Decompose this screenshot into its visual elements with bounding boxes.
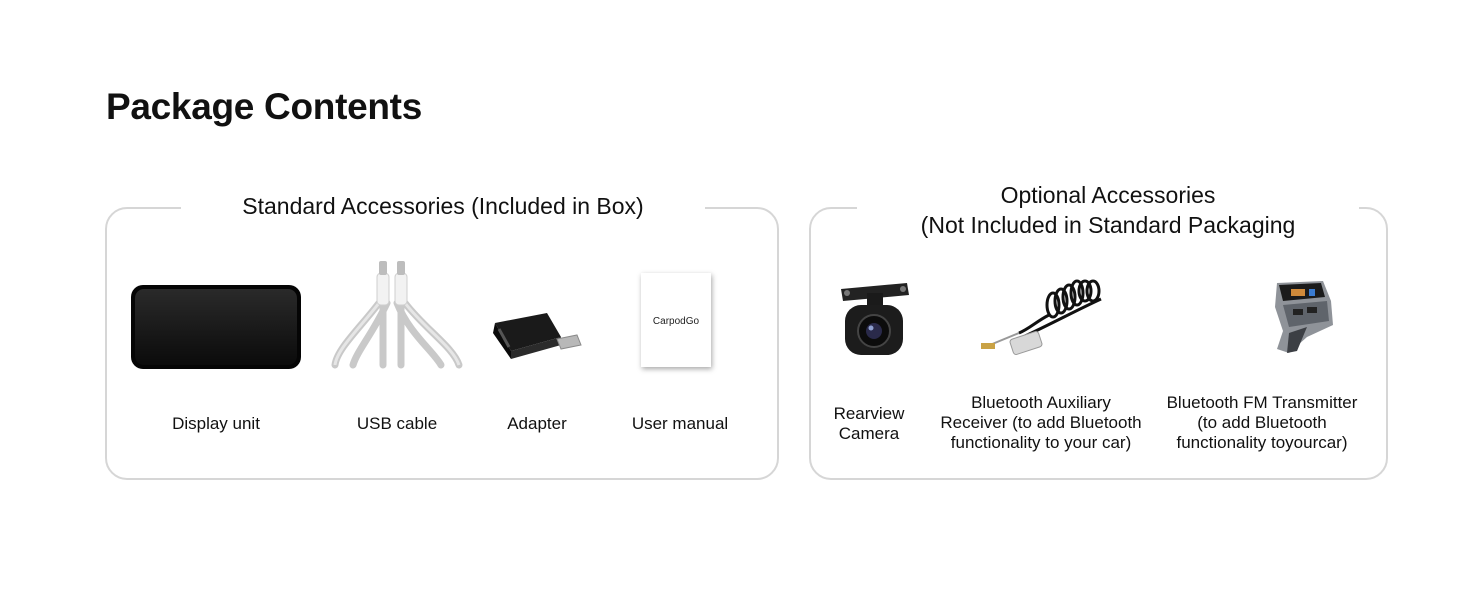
bluetooth-aux-receiver-item [979,279,1111,361]
optional-heading-line2: (Not Included in Standard Packaging [920,212,1296,238]
rearview-camera-label: Rearview Camera [833,404,905,443]
adapter-item [487,301,587,371]
optional-accessories-heading: Optional Accessories (Not Included in St… [857,180,1359,240]
optional-heading-line1: Optional Accessories [1000,182,1216,208]
usb-cable-icon [331,261,463,369]
rearview-camera-item [837,279,913,363]
display-unit-label: Display unit [172,414,260,433]
adapter-label: Adapter [507,414,567,433]
usb-cable-label: USB cable [356,414,438,433]
display-unit-item [129,283,303,373]
user-manual-item: CarpodGo [641,273,715,371]
bluetooth-fm-transmitter-item [1267,277,1341,357]
rearview-camera-icon [841,283,909,355]
bluetooth-fm-transmitter-label: Bluetooth FM Transmitter (to add Bluetoo… [1166,393,1358,452]
bluetooth-aux-receiver-label: Bluetooth Auxiliary Receiver (to add Blu… [940,393,1142,452]
page-title: Package Contents [106,86,422,127]
display-unit-icon [131,285,301,369]
manual-brand-text: CarpodGo [652,316,700,327]
adapter-icon [493,313,582,359]
user-manual-label: User manual [631,414,729,433]
bluetooth-aux-receiver-icon [981,279,1102,355]
bluetooth-fm-transmitter-icon [1275,281,1333,353]
optional-accessories-panel: Optional Accessories (Not Included in St… [809,180,1388,480]
user-manual-icon: CarpodGo [641,273,711,367]
standard-accessories-panel: Standard Accessories (Included in Box) D… [105,191,779,480]
standard-accessories-heading: Standard Accessories (Included in Box) [181,191,705,221]
usb-cable-item [329,259,465,371]
